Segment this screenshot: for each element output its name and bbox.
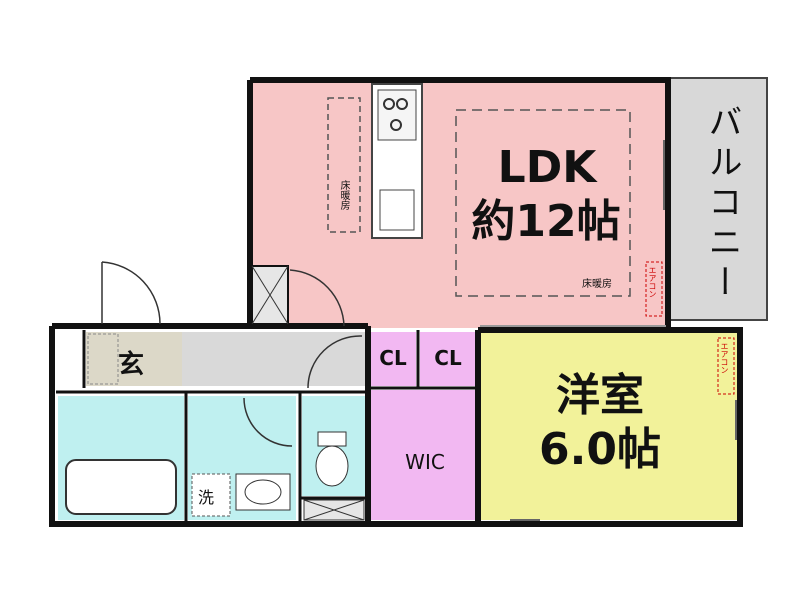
toilet-storage [303,499,365,521]
ldk-aircon-marker [645,261,663,317]
ldk-floor-heating-label: 床暖房 [582,279,612,290]
entrance-area [86,332,182,386]
kitchen-counter [371,83,423,239]
washroom-door[interactable] [243,397,293,447]
western-area [480,332,738,520]
bathtub [65,459,177,515]
wic-label: WIC [405,450,445,474]
interior-walls [56,330,478,524]
hall-door[interactable] [307,335,363,389]
balcony-label: バルコニー [702,104,742,304]
ldk-aircon-label: エアコン [648,266,657,298]
western-aircon-label: エアコン [720,342,729,374]
closet1-area [370,332,416,386]
western-aircon-marker [717,337,735,395]
windows [510,140,737,521]
closet2-area [420,332,476,386]
ldk-area [252,82,666,328]
closet2-label: CL [434,346,462,370]
washer-space [191,473,231,517]
kitchen-floor-heating-zone [327,97,361,233]
entrance-label: 玄 [118,350,145,380]
ldk-door[interactable] [289,269,345,327]
entrance-door[interactable] [101,261,161,325]
wash-basin [235,473,291,511]
washer-label: 洗 [198,488,215,507]
ldk-room-size: 約12帖 [471,196,621,247]
balcony-area [668,77,768,321]
toilet [315,431,349,487]
ldk-room-name: LDK [497,142,597,193]
western-room-name: 洋室 [556,370,644,421]
entrance-step [87,333,119,385]
closet1-label: CL [379,346,407,370]
ldk-floor-heating-zone [455,109,631,297]
shoe-storage [251,265,289,325]
walls [49,77,743,527]
western-room-size: 6.0帖 [539,424,661,475]
wic-area [370,390,476,520]
kitchen-floor-heating-label: 床暖房 [338,180,349,210]
